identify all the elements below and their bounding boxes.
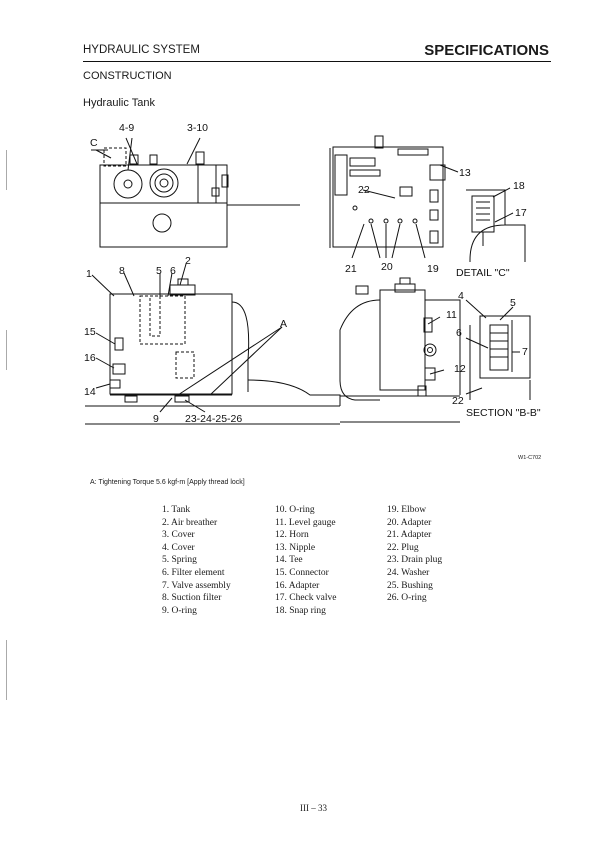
callout-label: 16 bbox=[84, 352, 96, 364]
callout-label: 12 bbox=[454, 363, 466, 375]
scan-edge-mark bbox=[6, 640, 7, 700]
part-item: 22. Plug bbox=[387, 542, 419, 553]
part-item: 25. Bushing bbox=[387, 580, 433, 591]
part-item: 7. Valve assembly bbox=[162, 580, 231, 591]
part-item: 24. Washer bbox=[387, 567, 430, 578]
part-item: 16. Adapter bbox=[275, 580, 320, 591]
top-view-leaders bbox=[125, 137, 201, 171]
part-item: 15. Connector bbox=[275, 567, 329, 578]
callout-label: 1 bbox=[86, 268, 92, 280]
detail-c-drawing bbox=[466, 187, 526, 262]
part-item: 3. Cover bbox=[162, 530, 195, 541]
callout-label: 22 bbox=[358, 184, 370, 196]
part-item: 23. Drain plug bbox=[387, 555, 443, 566]
scan-edge-mark bbox=[6, 150, 7, 190]
callout-label: 23-24-25-26 bbox=[185, 413, 242, 425]
callout-label: 20 bbox=[381, 261, 393, 273]
callout-label: 3-10 bbox=[187, 122, 208, 134]
callout-label: 5 bbox=[510, 297, 516, 309]
parts-list-column-1: 1. Tank 2. Air breather 3. Cover 4. Cove… bbox=[162, 504, 231, 617]
part-item: 6. Filter element bbox=[162, 567, 225, 578]
section-title: CONSTRUCTION bbox=[83, 70, 172, 82]
header-right-title: SPECIFICATIONS bbox=[424, 42, 549, 59]
side-view-drawing bbox=[329, 135, 459, 259]
callout-label: 13 bbox=[459, 167, 471, 179]
part-item: 5. Spring bbox=[162, 555, 197, 566]
callout-label: 21 bbox=[345, 263, 357, 275]
subsection-title: Hydraulic Tank bbox=[83, 97, 155, 109]
scan-edge-mark bbox=[6, 330, 7, 370]
part-item: 13. Nipple bbox=[275, 542, 316, 553]
callout-label: 15 bbox=[84, 326, 96, 338]
callout-label: 5 bbox=[156, 265, 162, 277]
parts-list-column-2: 10. O-ring 11. Level gauge 12. Horn 13. … bbox=[275, 504, 336, 617]
callout-label: 11 bbox=[446, 309, 457, 321]
part-item: 8. Suction filter bbox=[162, 593, 222, 604]
callout-label: 22 bbox=[452, 395, 464, 407]
callout-label: 17 bbox=[515, 207, 527, 219]
callout-label: 2 bbox=[185, 255, 191, 267]
callout-label: 19 bbox=[427, 263, 439, 275]
figure-id: W1-C702 bbox=[518, 455, 542, 461]
callout-label: 4-9 bbox=[119, 122, 134, 134]
callout-label: 18 bbox=[513, 180, 525, 192]
part-item: 9. O-ring bbox=[162, 605, 197, 616]
callout-label: 7 bbox=[522, 346, 528, 358]
part-item: 2. Air breather bbox=[162, 517, 218, 528]
top-view-drawing bbox=[91, 147, 300, 248]
part-item: 10. O-ring bbox=[275, 505, 315, 515]
part-item: 21. Adapter bbox=[387, 530, 432, 541]
part-item: 20. Adapter bbox=[387, 517, 432, 528]
torque-note: A: Tightening Torque 5.6 kgf-m [Apply th… bbox=[90, 479, 245, 486]
section-bb-label: SECTION "B-B" bbox=[466, 407, 541, 419]
detail-c-label: DETAIL "C" bbox=[456, 267, 510, 279]
header-rule bbox=[83, 61, 551, 62]
section-bb-drawing bbox=[339, 277, 531, 423]
parts-list-column-3: 19. Elbow 20. Adapter 21. Adapter 22. Pl… bbox=[387, 504, 442, 605]
callout-label: 8 bbox=[119, 265, 125, 277]
callout-label: 6 bbox=[170, 265, 176, 277]
page-number: III – 33 bbox=[300, 803, 327, 813]
part-item: 1. Tank bbox=[162, 505, 191, 515]
part-item: 18. Snap ring bbox=[275, 605, 326, 616]
callout-label: 6 bbox=[456, 327, 462, 339]
part-item: 17. Check valve bbox=[275, 593, 337, 604]
part-item: 26. O-ring bbox=[387, 593, 427, 604]
part-item: 4. Cover bbox=[162, 542, 195, 553]
callout-label: A bbox=[280, 318, 287, 330]
part-item: 19. Elbow bbox=[387, 505, 427, 515]
callout-label: 4 bbox=[458, 290, 464, 302]
callout-label: 14 bbox=[84, 386, 96, 398]
part-item: 12. Horn bbox=[275, 530, 309, 541]
header-left-title: HYDRAULIC SYSTEM bbox=[83, 44, 200, 56]
part-item: 14. Tee bbox=[275, 555, 303, 566]
callout-label: C bbox=[90, 137, 98, 149]
front-view-drawing bbox=[85, 263, 341, 425]
callout-label: 9 bbox=[153, 413, 159, 425]
part-item: 11. Level gauge bbox=[275, 517, 336, 528]
hydraulic-tank-figure: 4-9 3-10 C 13 18 17 22 21 20 19 1 8 5 6 … bbox=[84, 122, 541, 425]
